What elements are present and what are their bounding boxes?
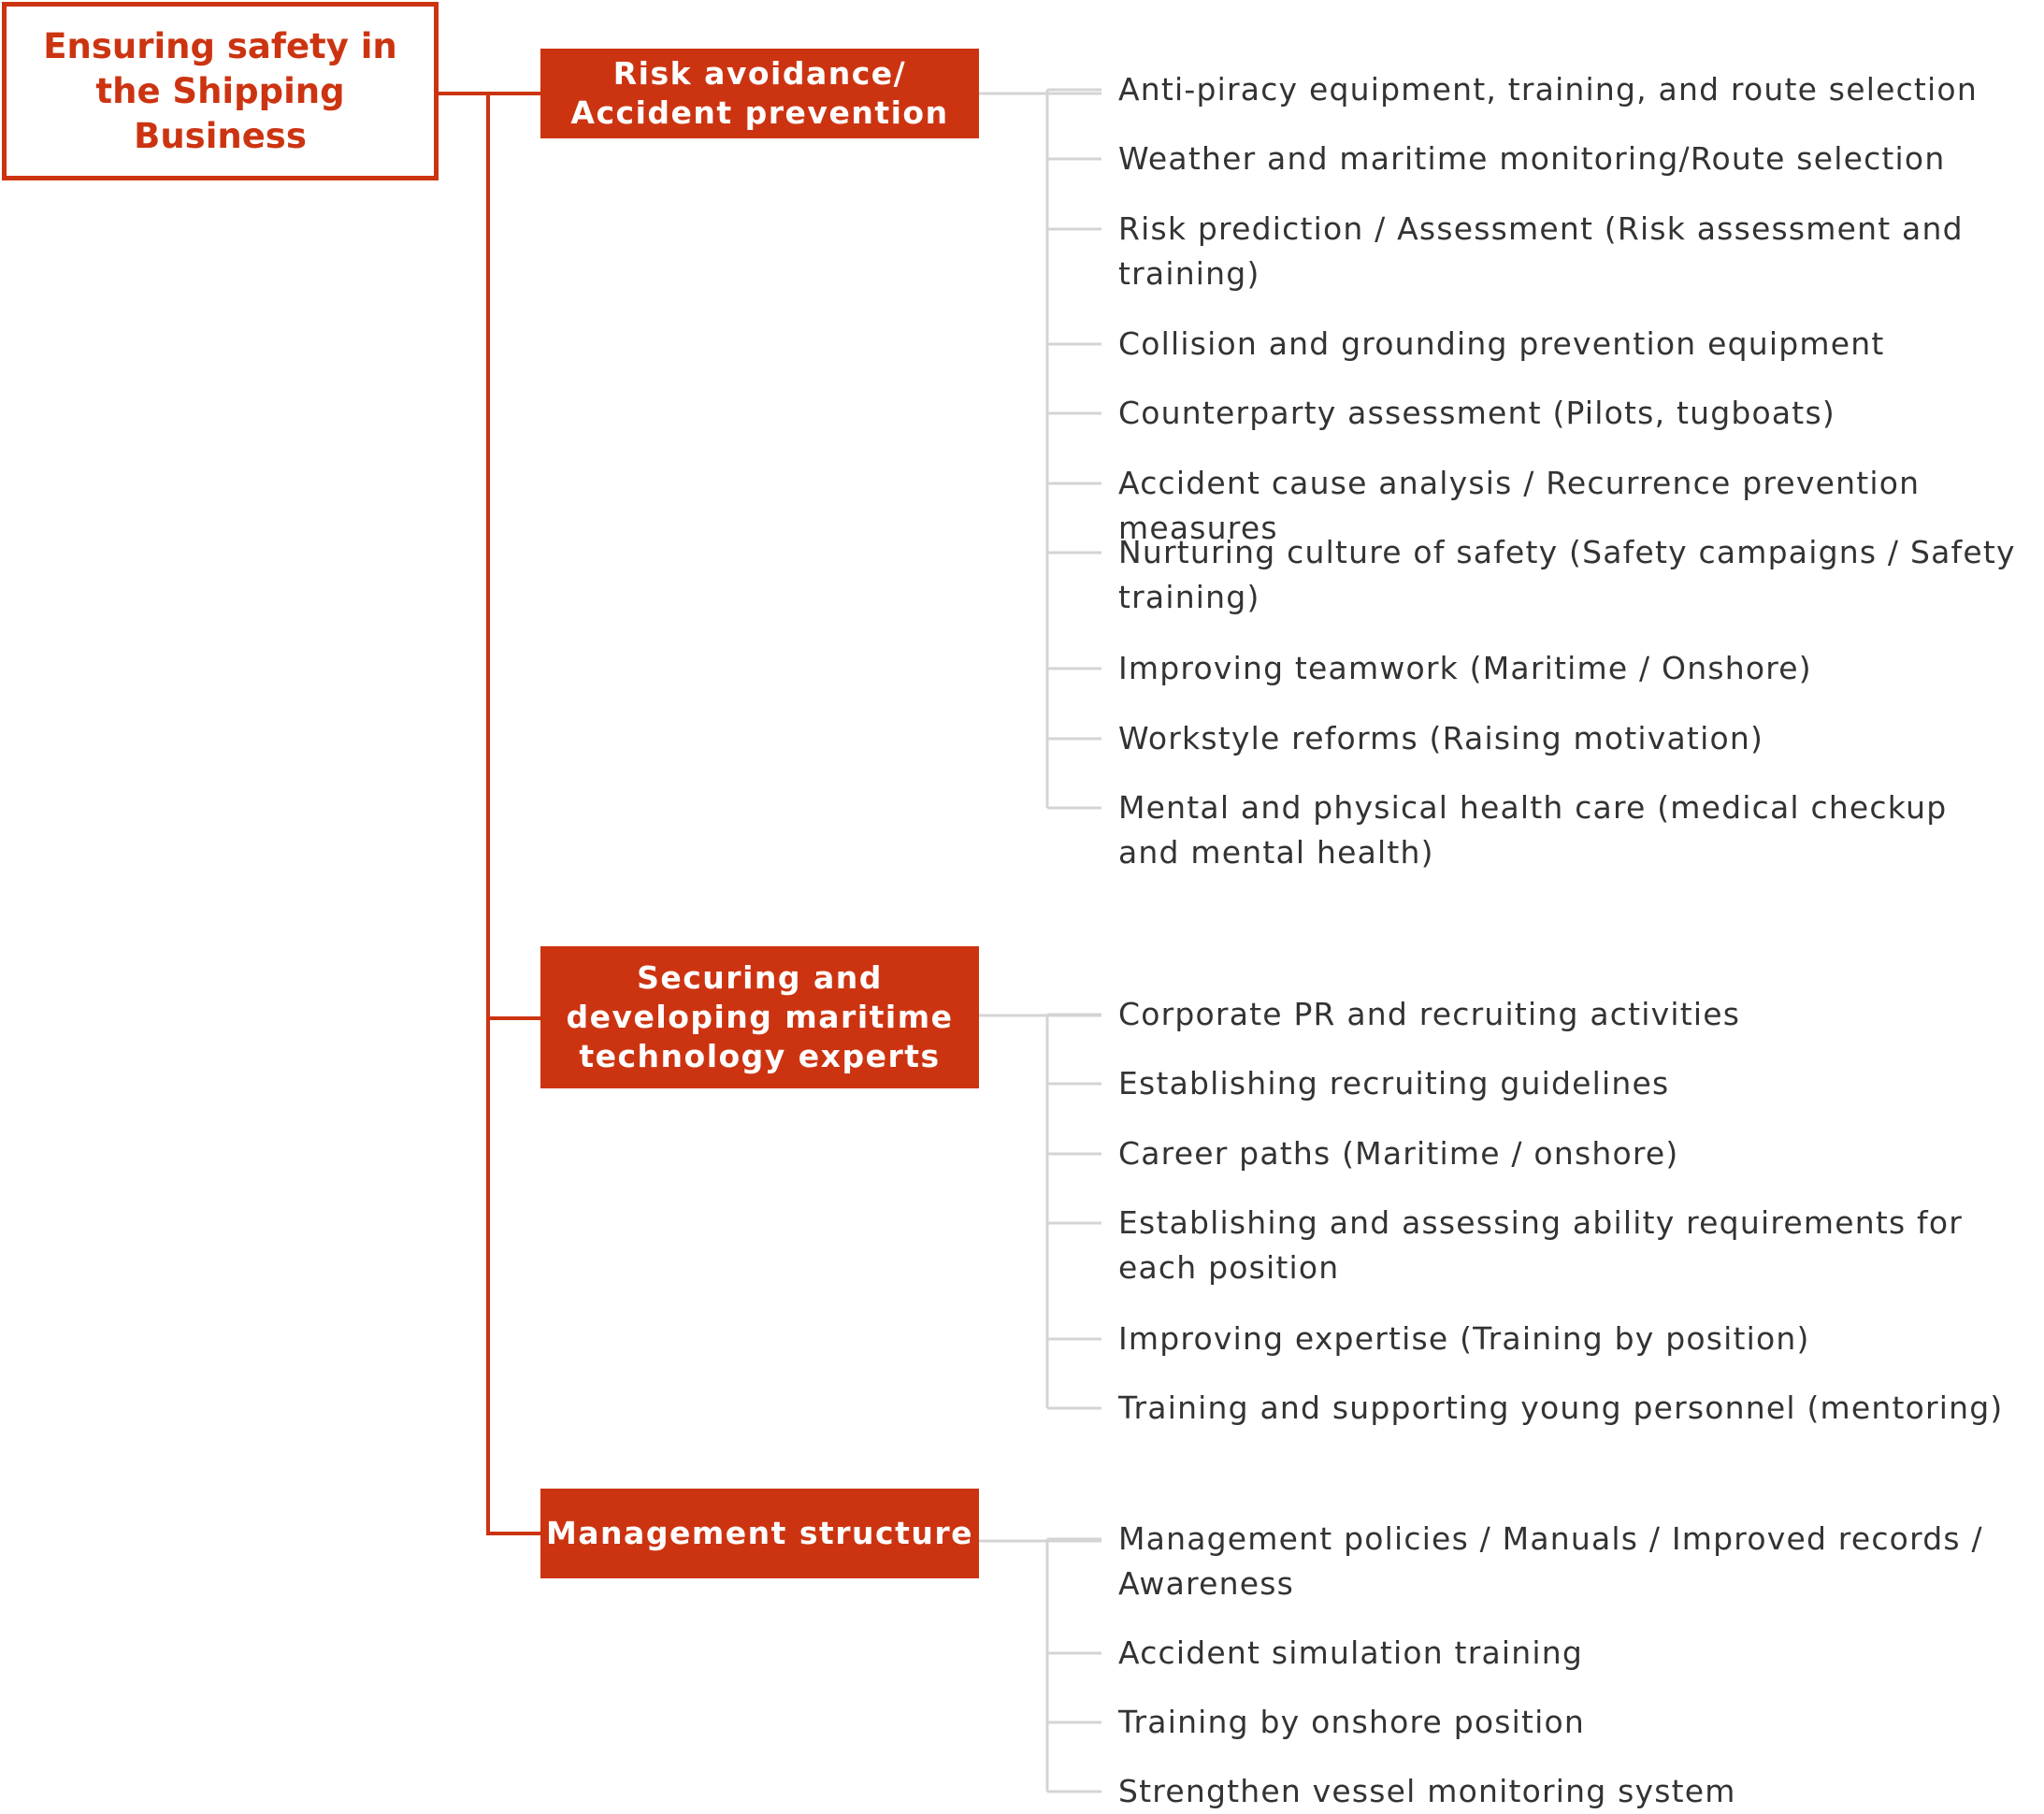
list-item: Establishing and assessing ability requi… <box>1118 1204 1964 1286</box>
list-item: Risk prediction / Assessment (Risk asses… <box>1118 210 1964 292</box>
list-item: Counterparty assessment (Pilots, tugboat… <box>1118 395 1835 431</box>
category-maritime-experts: Securing and developing maritime technol… <box>540 946 979 1088</box>
list-item: Training and supporting young personnel … <box>1118 1389 2004 1426</box>
list-item: Career paths (Maritime / onshore) <box>1118 1135 1679 1172</box>
category-label: Risk avoidance/ Accident prevention <box>570 55 949 131</box>
list-item: Anti-piracy equipment, training, and rou… <box>1118 71 1978 108</box>
list-item: Nurturing culture of safety (Safety camp… <box>1118 534 2016 615</box>
list-item: Weather and maritime monitoring/Route se… <box>1118 140 1946 177</box>
list-item: Improving teamwork (Maritime / Onshore) <box>1118 650 1812 686</box>
category-label: Securing and developing maritime technol… <box>566 959 954 1074</box>
root-label: Ensuring safety in the Shipping Business <box>43 25 397 156</box>
list-item: Workstyle reforms (Raising motivation) <box>1118 720 1764 756</box>
list-item: Strengthen vessel monitoring system <box>1118 1773 1736 1809</box>
category-management-structure: Management structure <box>540 1489 979 1578</box>
list-item: Corporate PR and recruiting activities <box>1118 996 1741 1032</box>
list-item: Training by onshore position <box>1118 1704 1586 1740</box>
category-risk-avoidance: Risk avoidance/ Accident prevention <box>540 49 979 138</box>
list-item: Establishing recruiting guidelines <box>1118 1065 1670 1101</box>
list-item: Management policies / Manuals / Improved… <box>1118 1520 1983 1602</box>
list-item: Collision and grounding prevention equip… <box>1118 325 1885 362</box>
root-node: Ensuring safety in the Shipping Business <box>2 2 439 180</box>
category-label: Management structure <box>545 1515 974 1551</box>
list-item: Accident cause analysis / Recurrence pre… <box>1118 465 1921 546</box>
list-item: Accident simulation training <box>1118 1634 1584 1671</box>
list-item: Improving expertise (Training by positio… <box>1118 1320 1810 1357</box>
list-item: Mental and physical health care (medical… <box>1118 789 1948 871</box>
